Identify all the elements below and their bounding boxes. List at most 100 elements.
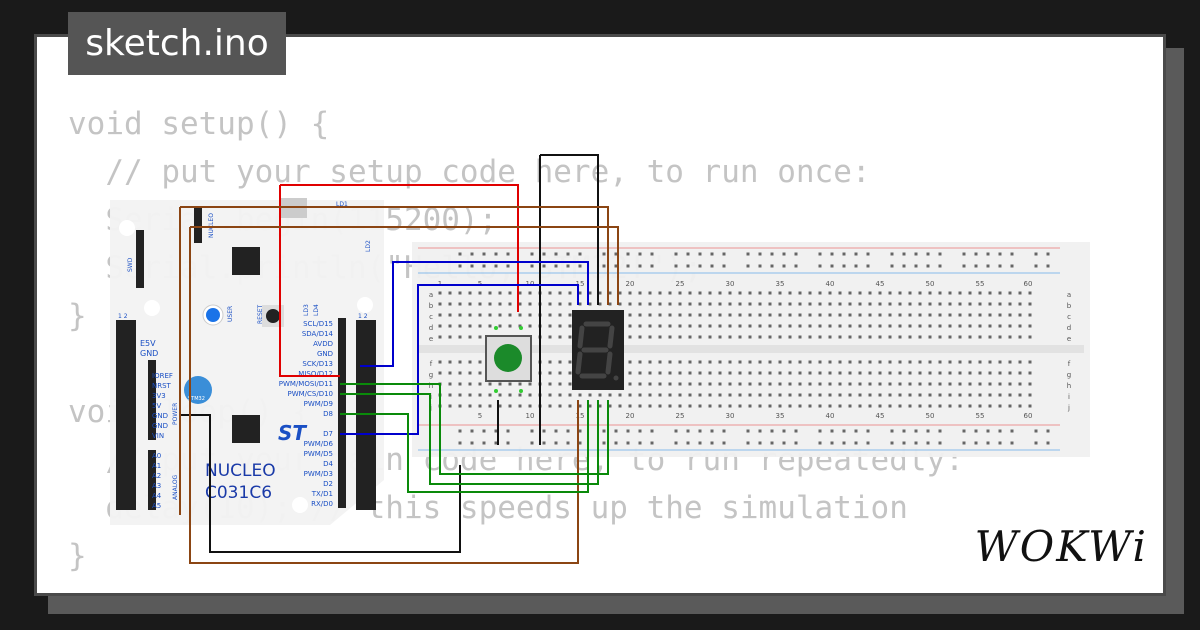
power-label-e5v: E5V — [140, 339, 156, 348]
wire-black-gnd — [180, 414, 461, 553]
rail-hole — [926, 429, 930, 433]
rail-hole — [1010, 264, 1014, 268]
filename-tab[interactable]: sketch.ino — [68, 12, 286, 75]
breadboard-hole — [808, 335, 812, 339]
rail-hole — [998, 252, 1002, 256]
breadboard-hole — [698, 313, 702, 317]
right-label-16: TX/D1 — [311, 490, 333, 498]
breadboard-hole — [698, 371, 702, 375]
breadboard-hole — [678, 393, 682, 397]
breadboard-hole — [788, 324, 792, 328]
breadboard-hole — [558, 393, 562, 397]
rail-hole — [722, 252, 726, 256]
breadboard-hole — [918, 313, 922, 317]
breadboard-hole — [548, 371, 552, 375]
breadboard-hole — [488, 291, 492, 295]
wire-blue-2 — [340, 284, 579, 435]
breadboard-hole — [638, 313, 642, 317]
rail-hole — [494, 429, 498, 433]
breadboard-hole — [838, 360, 842, 364]
breadboard-hole — [1028, 313, 1032, 317]
breadboard-hole — [528, 393, 532, 397]
pushbutton[interactable] — [485, 326, 532, 393]
breadboard-hole — [828, 302, 832, 306]
rail-hole — [542, 441, 546, 445]
rail-hole — [938, 252, 942, 256]
rail-hole — [854, 264, 858, 268]
breadboard-hole — [748, 371, 752, 375]
breadboard-hole — [808, 291, 812, 295]
rail-hole — [866, 429, 870, 433]
breadboard-hole — [958, 313, 962, 317]
wires[interactable] — [179, 154, 619, 564]
rail-hole — [506, 252, 510, 256]
rail-hole — [962, 429, 966, 433]
right-label-17: RX/D0 — [311, 500, 333, 508]
ld3-label: LD3 — [303, 304, 310, 316]
col-num-15-bottom: 15 — [576, 412, 585, 420]
breadboard-hole — [888, 360, 892, 364]
right-label-3: GND — [317, 350, 333, 358]
breadboard-hole — [938, 360, 942, 364]
breadboard-hole — [1028, 291, 1032, 295]
breadboard-hole — [888, 393, 892, 397]
user-label: USER — [227, 306, 234, 322]
breadboard-hole — [898, 360, 902, 364]
rail-hole — [854, 252, 858, 256]
breadboard-hole — [938, 302, 942, 306]
breadboard-hole — [788, 291, 792, 295]
breadboard-hole — [598, 393, 602, 397]
breadboard-hole — [668, 302, 672, 306]
breadboard-hole — [438, 313, 442, 317]
breadboard-hole — [898, 393, 902, 397]
breadboard-hole — [808, 313, 812, 317]
user-button-icon[interactable] — [206, 308, 220, 322]
breadboard-hole — [498, 393, 502, 397]
breadboard-hole — [588, 393, 592, 397]
rail-hole — [770, 252, 774, 256]
breadboard-hole — [468, 302, 472, 306]
rail-hole — [770, 441, 774, 445]
breadboard-hole — [738, 360, 742, 364]
breadboard-hole — [1018, 335, 1022, 339]
breadboard-hole — [628, 291, 632, 295]
right-label-0: SCL/D15 — [303, 320, 333, 328]
breadboard-hole — [628, 360, 632, 364]
rail-hole — [506, 264, 510, 268]
breadboard-hole — [928, 404, 932, 408]
breadboard-hole — [478, 404, 482, 408]
breadboard-hole — [908, 335, 912, 339]
rail-hole — [938, 264, 942, 268]
rail-hole — [974, 441, 978, 445]
breadboard-hole — [1028, 404, 1032, 408]
breadboard-hole — [968, 302, 972, 306]
breadboard-hole — [1028, 393, 1032, 397]
breadboard-hole — [858, 324, 862, 328]
row-d: d — [429, 324, 433, 332]
breadboard-hole — [868, 360, 872, 364]
col-num-35-bottom: 35 — [776, 412, 785, 420]
breadboard-hole — [778, 404, 782, 408]
breadboard-hole — [938, 404, 942, 408]
breadboard-hole — [978, 404, 982, 408]
col-num-40: 40 — [826, 280, 835, 288]
breadboard-hole — [708, 371, 712, 375]
breadboard-hole — [548, 404, 552, 408]
right-label-8: PWM/D9 — [304, 400, 333, 408]
breadboard-hole — [708, 404, 712, 408]
pushbutton-cap-icon[interactable] — [494, 344, 522, 372]
rail-hole — [1034, 441, 1038, 445]
breadboard-hole — [968, 360, 972, 364]
rail-hole — [650, 429, 654, 433]
breadboard-hole — [798, 382, 802, 386]
nucleo-small-label: NUCLEO — [208, 213, 215, 238]
breadboard-hole — [988, 360, 992, 364]
breadboard-hole — [918, 371, 922, 375]
nucleo-board[interactable]: IOREF NRST 3V3 5V GND GND VIN A0 A1 A2 A… — [110, 198, 384, 525]
breadboard-hole — [908, 360, 912, 364]
breadboard-hole — [858, 404, 862, 408]
breadboard-hole — [938, 371, 942, 375]
reset-button-icon[interactable] — [266, 309, 280, 323]
col-num-50: 50 — [926, 280, 935, 288]
breadboard-hole — [958, 404, 962, 408]
